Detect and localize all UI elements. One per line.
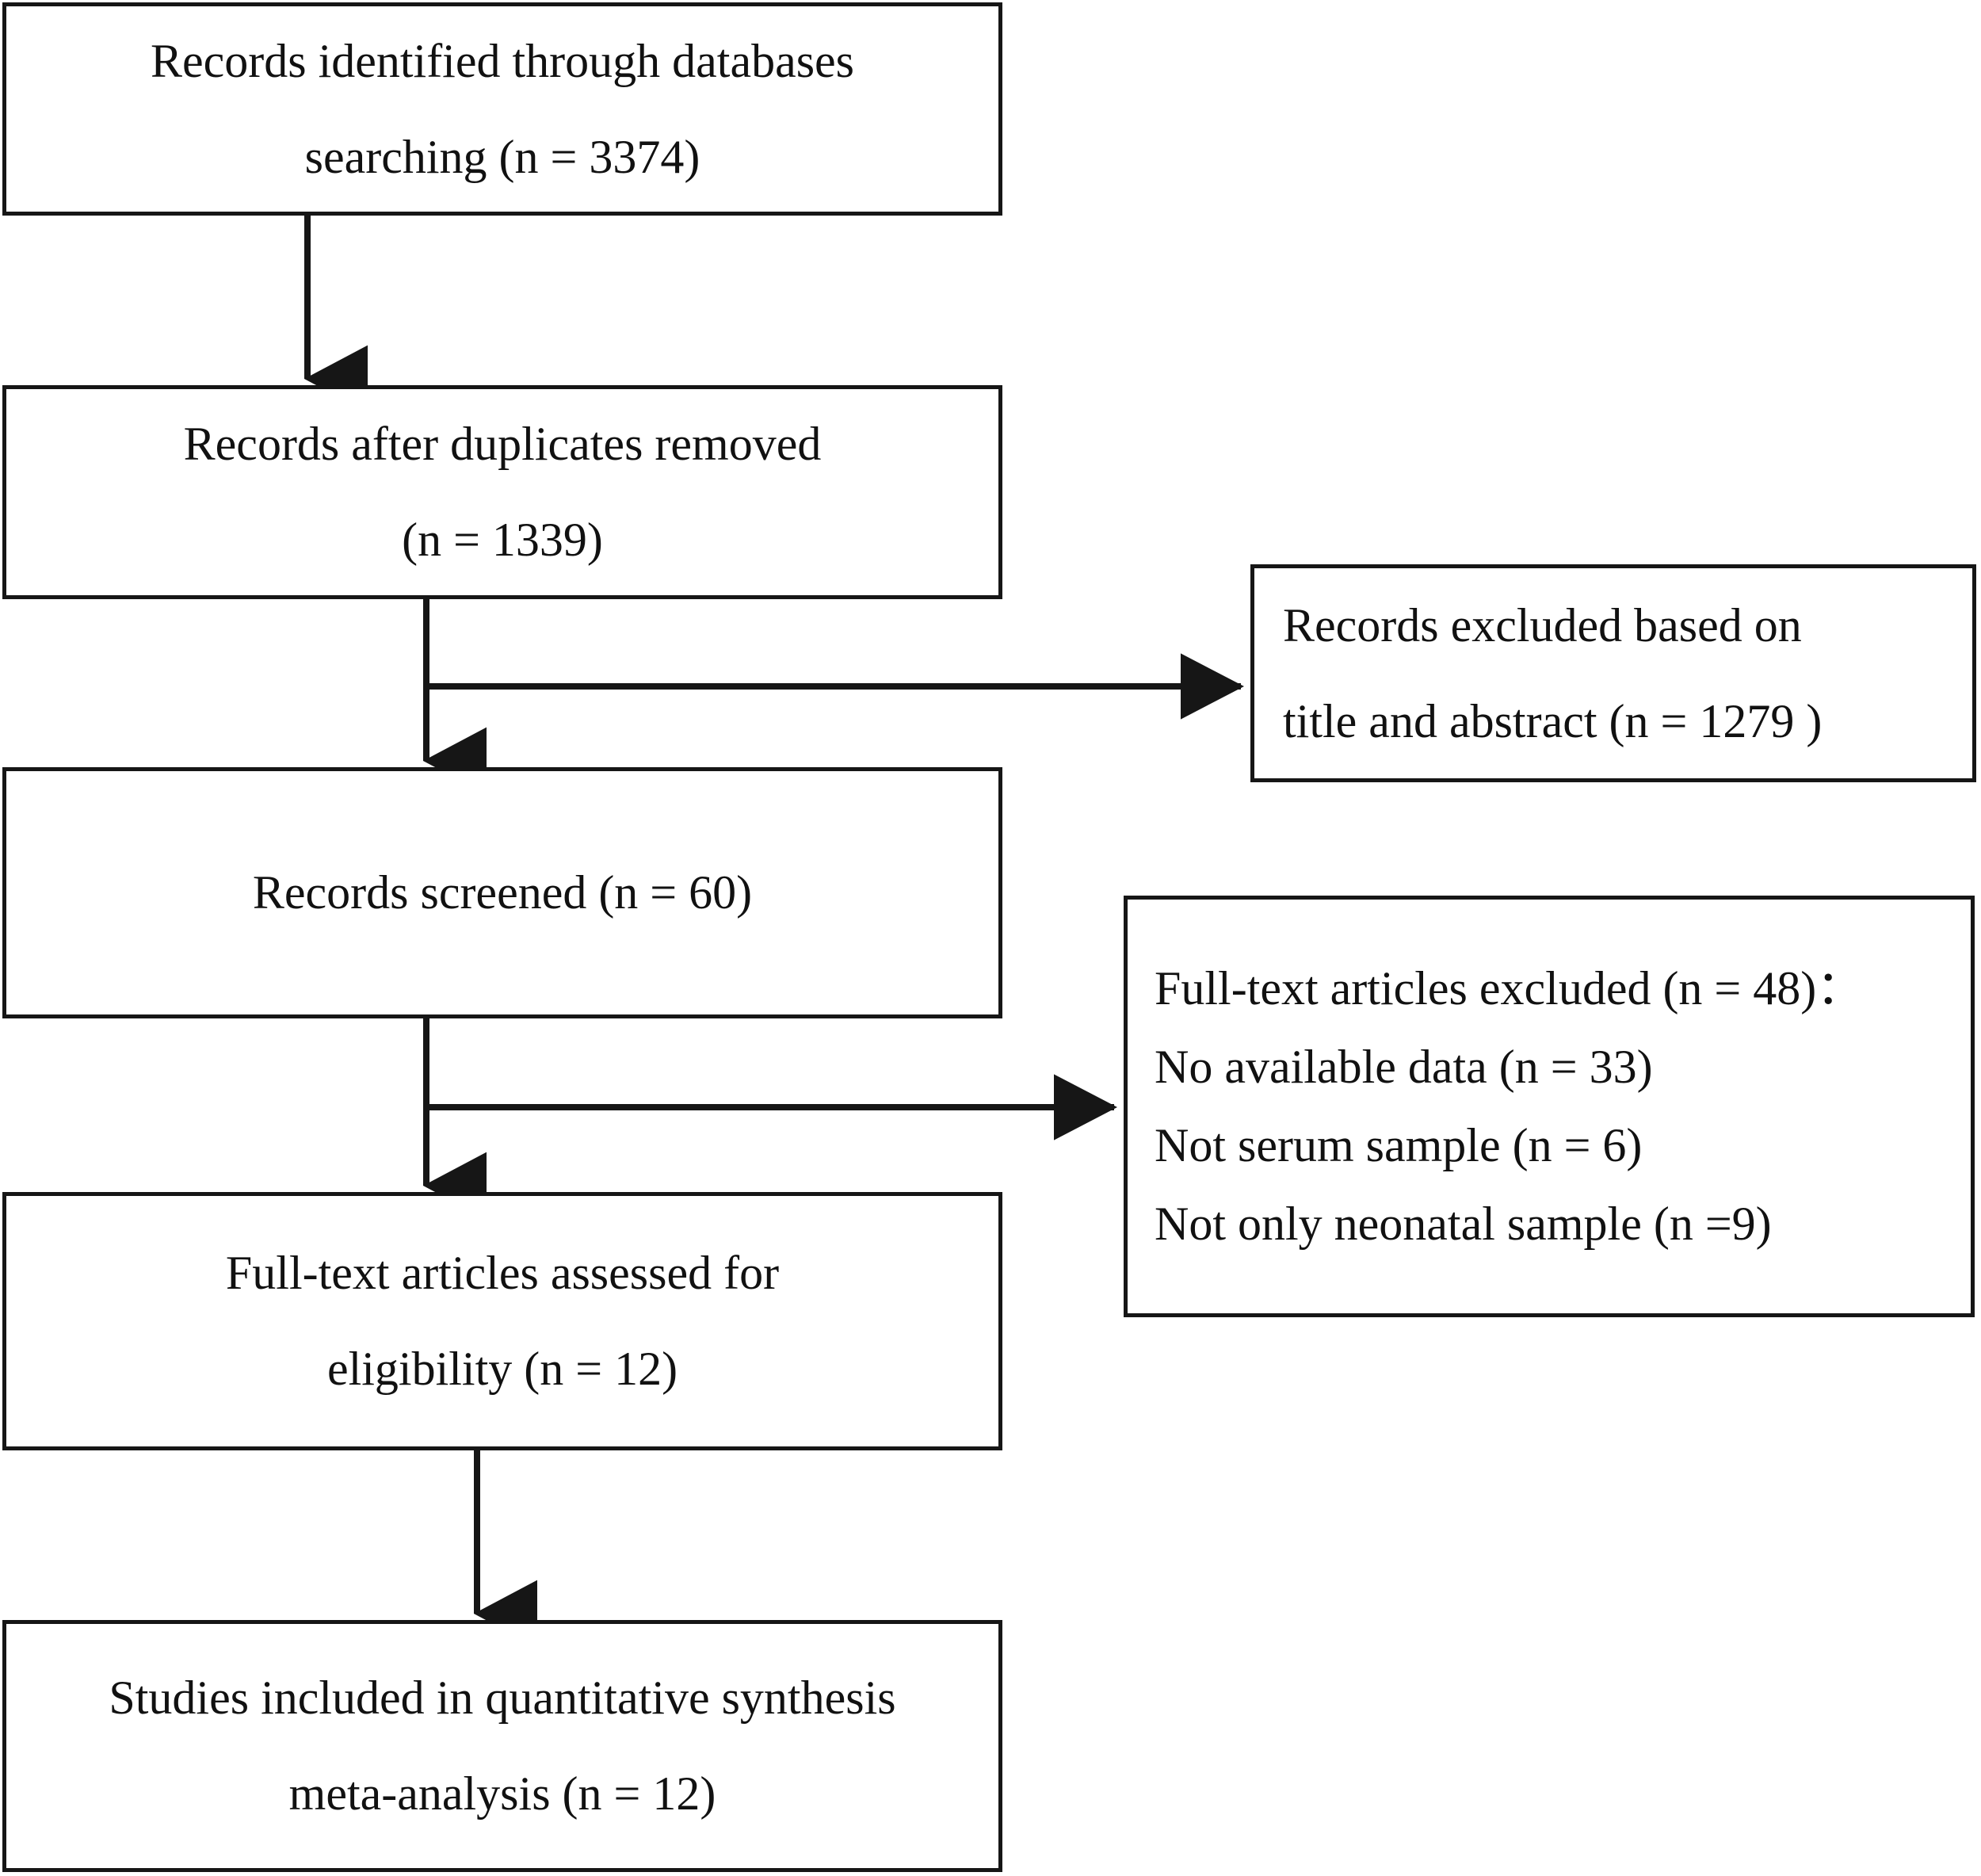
- box-fulltext-excluded: Full-text articles excluded (n = 48)： No…: [1124, 896, 1975, 1317]
- box-records-excluded-line-1: Records excluded based on: [1283, 598, 1802, 651]
- box-records-excluded-line-2: title and abstract (n = 1279 ): [1283, 694, 1823, 747]
- box-fulltext-excluded-line-1: Full-text articles excluded (n = 48)：: [1155, 962, 1865, 1015]
- box-duplicates-removed: Records after duplicates removed (n = 13…: [2, 385, 1002, 599]
- box-fulltext-assessed-line-1: Full-text articles assessed for: [225, 1247, 780, 1300]
- box-fulltext-excluded-line-3: Not serum sample (n = 6): [1155, 1119, 1643, 1171]
- box-duplicates-removed-line-1: Records after duplicates removed: [183, 418, 822, 471]
- box-records-screened-line-1: Records screened (n = 60): [252, 866, 753, 919]
- box-fulltext-assessed-line-2: eligibility (n = 12): [326, 1343, 678, 1395]
- box-records-screened: Records screened (n = 60): [2, 767, 1002, 1018]
- box-fulltext-assessed: Full-text articles assessed for eligibil…: [2, 1192, 1002, 1450]
- box-studies-included: Studies included in quantitative synthes…: [2, 1620, 1002, 1872]
- box-studies-included-line-2: meta-analysis (n = 12): [288, 1767, 716, 1820]
- box-studies-included-line-1: Studies included in quantitative synthes…: [109, 1672, 896, 1725]
- box-records-identified-line-1: Records identified through databases: [150, 34, 855, 87]
- box-records-excluded: Records excluded based on title and abst…: [1250, 564, 1976, 782]
- box-fulltext-excluded-line-4: Not only neonatal sample (n =9): [1155, 1197, 1772, 1250]
- box-records-identified-line-2: searching (n = 3374): [304, 130, 700, 183]
- box-fulltext-excluded-line-2: No available data (n = 33): [1155, 1041, 1653, 1094]
- box-records-identified: Records identified through databases sea…: [2, 2, 1002, 216]
- box-duplicates-removed-line-2: (n = 1339): [402, 514, 603, 566]
